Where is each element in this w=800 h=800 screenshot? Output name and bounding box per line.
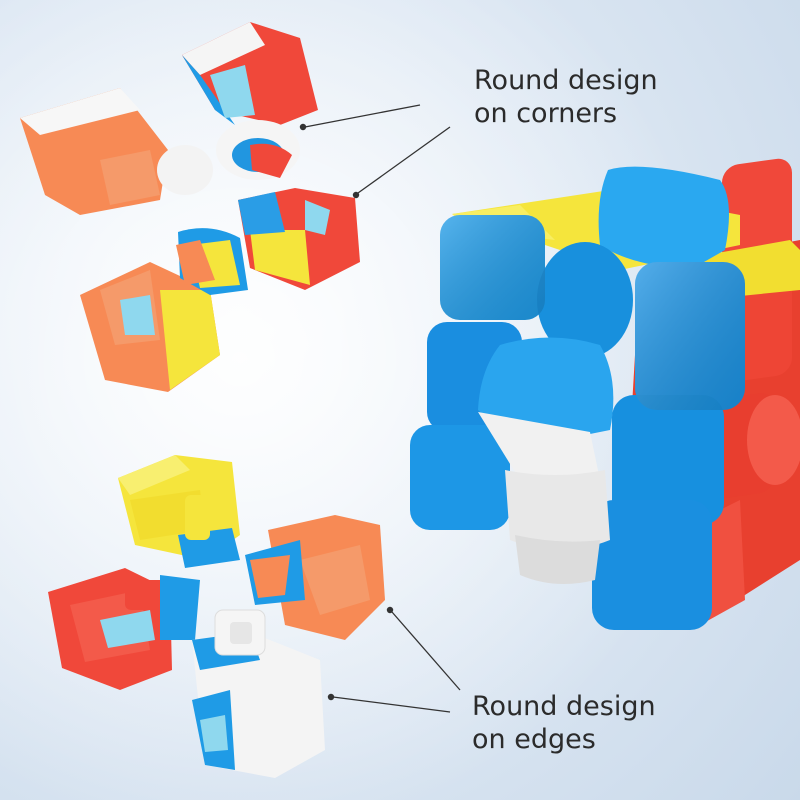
caption-edges-line2: on edges: [472, 724, 596, 755]
corner-piece-lower: [80, 228, 248, 392]
caption-edges-line1: Round design: [472, 691, 656, 722]
leader-line-edges-2: [332, 696, 451, 713]
round-connector-corner: [157, 120, 300, 195]
edge-piece-right: [245, 515, 385, 640]
exploded-edge-pieces: [48, 455, 385, 778]
caption-round-corners: Round design on corners: [474, 64, 658, 130]
corner-piece-left: [20, 88, 168, 215]
assembled-cube: [410, 158, 800, 630]
corner-piece-top: [182, 22, 318, 125]
leader-dot-edges-2: [327, 693, 335, 701]
leader-dot-corners-1: [299, 123, 307, 131]
leader-line-corners-2: [357, 126, 451, 194]
leader-lines: [299, 104, 461, 713]
leader-line-edges-1: [391, 611, 461, 691]
edge-piece-top: [118, 455, 240, 568]
exploded-corner-pieces: [20, 22, 360, 392]
caption-corners-line1: Round design: [474, 65, 658, 96]
blue-front-face: [410, 166, 745, 630]
edge-piece-bottom: [192, 609, 325, 778]
leader-dot-corners-2: [352, 191, 360, 199]
corner-piece-middle: [238, 188, 360, 290]
leader-dot-edges-1: [386, 606, 394, 614]
caption-round-edges: Round design on edges: [472, 690, 656, 756]
edge-piece-left: [48, 568, 200, 690]
caption-corners-line2: on corners: [474, 98, 618, 129]
leader-line-corners-1: [304, 104, 421, 128]
